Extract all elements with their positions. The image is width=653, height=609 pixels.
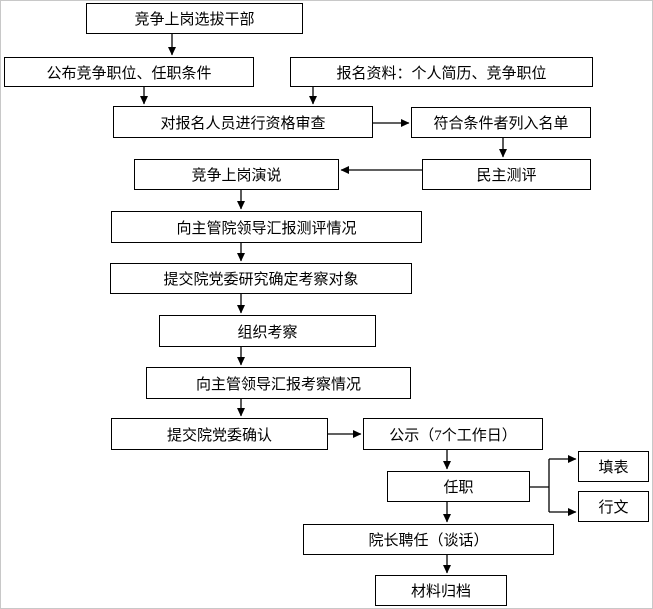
node-issue-document-label: 行文 xyxy=(598,500,629,516)
node-start: 竞争上岗选拔干部 xyxy=(86,3,303,34)
node-start-label: 竞争上岗选拔干部 xyxy=(134,12,255,28)
node-committee-confirm-label: 提交院党委确认 xyxy=(166,427,272,444)
node-inspection-label: 组织考察 xyxy=(237,324,298,341)
node-democratic-evaluation: 民主测评 xyxy=(422,159,591,190)
node-fill-form-label: 填表 xyxy=(598,460,629,476)
node-archive-materials: 材料归档 xyxy=(375,575,507,606)
node-committee-confirm: 提交院党委确认 xyxy=(111,418,328,450)
node-shortlist-label: 符合条件者列入名单 xyxy=(433,116,569,132)
node-speech-label: 竞争上岗演说 xyxy=(191,168,282,184)
node-shortlist: 符合条件者列入名单 xyxy=(411,107,591,138)
node-report-inspect-label: 向主管领导汇报考察情况 xyxy=(195,376,361,393)
node-competition-speech: 竞争上岗演说 xyxy=(134,159,339,190)
node-application-materials: 报名资料：个人简历、竞争职位 xyxy=(290,57,593,87)
node-take-office: 任职 xyxy=(387,471,530,502)
node-materials-label: 报名资料：个人简历、竞争职位 xyxy=(336,65,547,82)
node-take-office-label: 任职 xyxy=(443,480,474,496)
node-review-label: 对报名人员进行资格审查 xyxy=(160,115,326,132)
node-report-eval-label: 向主管院领导汇报测评情况 xyxy=(176,220,357,237)
node-democratic-label: 民主测评 xyxy=(476,168,537,184)
node-announce-label: 公布竞争职位、任职条件 xyxy=(46,65,212,82)
node-report-evaluation: 向主管院领导汇报测评情况 xyxy=(111,211,422,243)
node-issue-document: 行文 xyxy=(578,491,649,522)
node-dean-appointment: 院长聘任（谈话） xyxy=(303,524,554,555)
node-announce-positions: 公布竞争职位、任职条件 xyxy=(4,57,254,87)
node-dean-appointment-label: 院长聘任（谈话） xyxy=(368,533,489,549)
node-report-inspection: 向主管领导汇报考察情况 xyxy=(146,367,411,399)
node-public-notice: 公示（7个工作日） xyxy=(363,418,543,450)
node-committee-study-label: 提交院党委研究确定考察对象 xyxy=(163,272,359,288)
node-qualification-review: 对报名人员进行资格审查 xyxy=(113,106,373,138)
node-public-notice-label: 公示（7个工作日） xyxy=(389,427,517,444)
node-committee-study: 提交院党委研究确定考察对象 xyxy=(110,263,412,294)
node-organize-inspection: 组织考察 xyxy=(159,315,376,347)
node-archive-label: 材料归档 xyxy=(410,584,471,600)
node-fill-form: 填表 xyxy=(578,451,649,482)
